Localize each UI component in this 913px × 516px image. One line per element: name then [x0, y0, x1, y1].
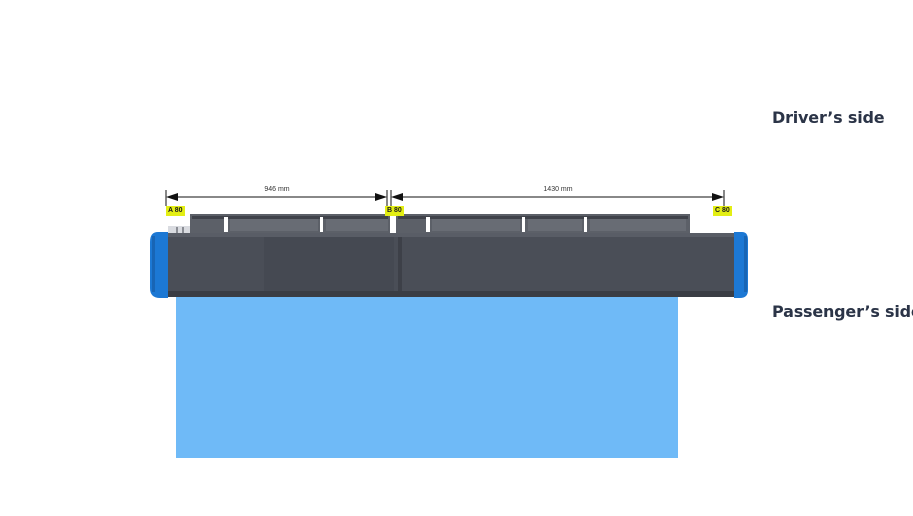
dimension-b-c-label: 1430 mm — [543, 186, 573, 193]
arrow-b-left — [391, 193, 403, 201]
rack-body-seam — [398, 237, 402, 291]
end-cap-left-shade — [152, 236, 155, 292]
end-cap-right-shade — [744, 236, 747, 292]
marker-a-tag: A 80 — [166, 206, 185, 216]
arrow-c-right — [712, 193, 724, 201]
dimension-line-b-c — [390, 190, 725, 206]
marker-c-tag: C 80 — [713, 206, 732, 216]
arrow-b-right — [375, 193, 387, 201]
crossbar-top-channel — [190, 214, 690, 234]
arrow-a-left — [166, 193, 178, 201]
passenger-side-label: Passenger’s side — [772, 302, 913, 321]
vehicle-roof-area — [176, 290, 678, 458]
rack-body-panel — [264, 237, 394, 291]
driver-side-label: Driver’s side — [772, 108, 885, 127]
dimension-a-b-label: 946 mm — [264, 186, 290, 193]
rack-bottom-edge — [160, 295, 740, 297]
rack-body-shadow — [164, 291, 736, 295]
dimension-line-a-b — [165, 190, 388, 206]
marker-b-tag: B 80 — [385, 206, 404, 216]
rack-body-highlight — [164, 233, 736, 237]
mount-hardware-left — [168, 226, 190, 234]
rack-body — [164, 233, 736, 295]
